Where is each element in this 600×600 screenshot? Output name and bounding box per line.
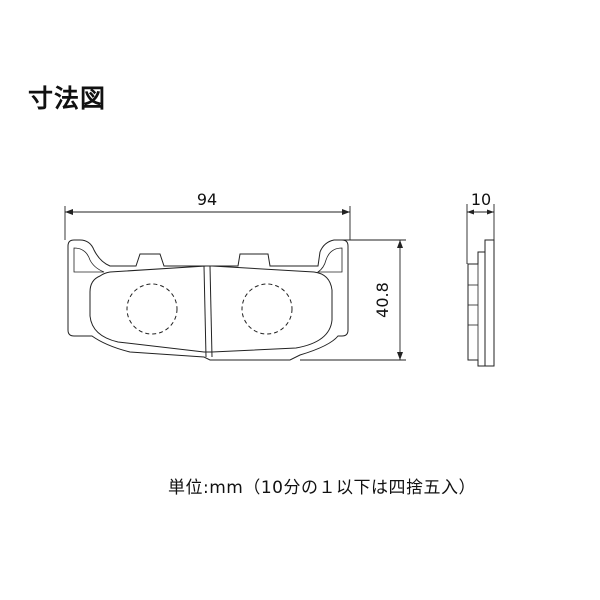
width-arrow-left [65, 209, 73, 215]
friction-material-outline [89, 265, 333, 353]
side-backing-plate [484, 239, 495, 367]
piston-area-right [241, 283, 293, 335]
side-friction-material [467, 251, 485, 367]
height-arrow-bottom [397, 352, 403, 360]
height-dimension [300, 239, 406, 361]
center-groove-right [209, 265, 213, 358]
thickness-arrow-right [487, 209, 494, 215]
unit-note: 単位:mm（10分の１以下は四捨五入） [168, 478, 476, 498]
thickness-label: 10 [471, 190, 491, 209]
width-arrow-right [342, 209, 350, 215]
thickness-arrow-left [467, 209, 474, 215]
height-arrow-top [397, 240, 403, 248]
width-label: 94 [197, 190, 217, 209]
thickness-dimension [466, 204, 495, 264]
width-dimension [64, 206, 351, 240]
piston-area-left [126, 283, 178, 335]
page-title: 寸法図 [28, 84, 107, 113]
backing-plate-outline [67, 239, 349, 361]
height-label: 40.8 [373, 282, 392, 318]
center-groove-left [203, 265, 207, 358]
pad-side-view [467, 239, 495, 367]
left-ear-inner [73, 247, 105, 273]
right-ear-inner [316, 247, 343, 273]
pad-front-view [67, 239, 349, 361]
